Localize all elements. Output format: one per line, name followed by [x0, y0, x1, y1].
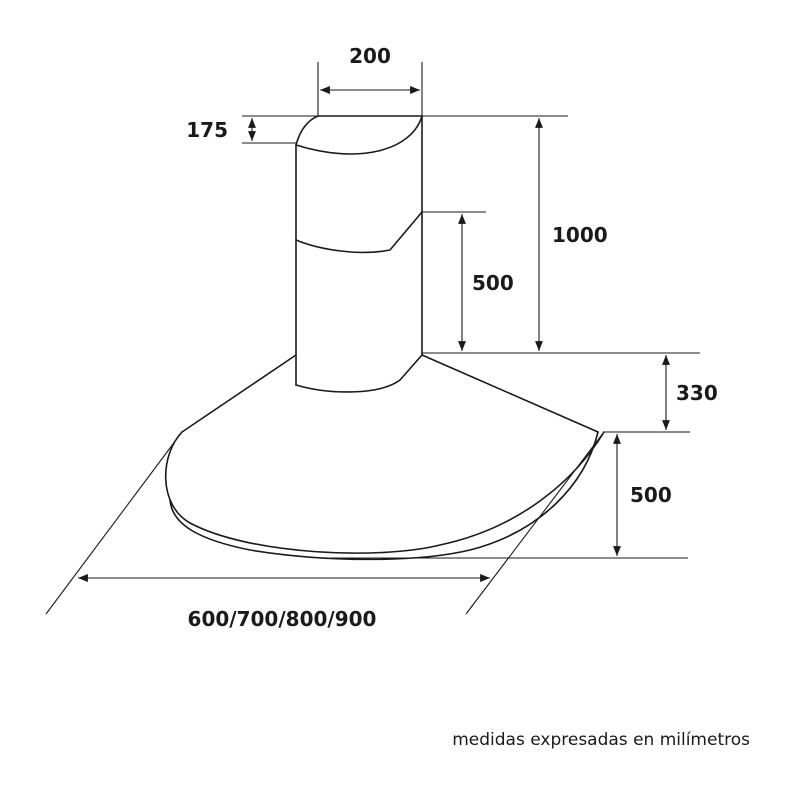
dimension-chimney-top-offset: 175	[186, 115, 318, 144]
chimney-bottom-edge	[295, 354, 423, 393]
units-caption: medidas expresadas en milímetros	[452, 730, 750, 750]
label-chimney-width: 200	[349, 44, 391, 68]
canopy-rim-inner	[169, 431, 599, 561]
canopy-rim-outer	[164, 431, 605, 554]
dimension-upper-height: 1000	[422, 115, 608, 351]
label-canopy-height: 330	[676, 381, 718, 405]
label-depth: 500	[630, 483, 672, 507]
dimension-width: 600/700/800/900	[45, 431, 605, 631]
label-lower-height: 500	[472, 271, 514, 295]
chimney-joint	[295, 211, 423, 254]
label-chimney-top-offset: 175	[186, 118, 228, 142]
canopy-left-slope	[181, 354, 297, 433]
range-hood-outline	[164, 115, 605, 561]
dimension-depth: 500	[330, 434, 688, 559]
dimension-canopy-height: 330	[604, 355, 718, 433]
chimney-top-edge	[295, 115, 423, 155]
dimension-lower-height: 500	[422, 211, 514, 351]
canopy-right-slope	[421, 354, 599, 433]
dimension-chimney-width: 200	[317, 44, 423, 116]
label-upper-height: 1000	[552, 223, 608, 247]
label-width-options: 600/700/800/900	[188, 607, 377, 631]
